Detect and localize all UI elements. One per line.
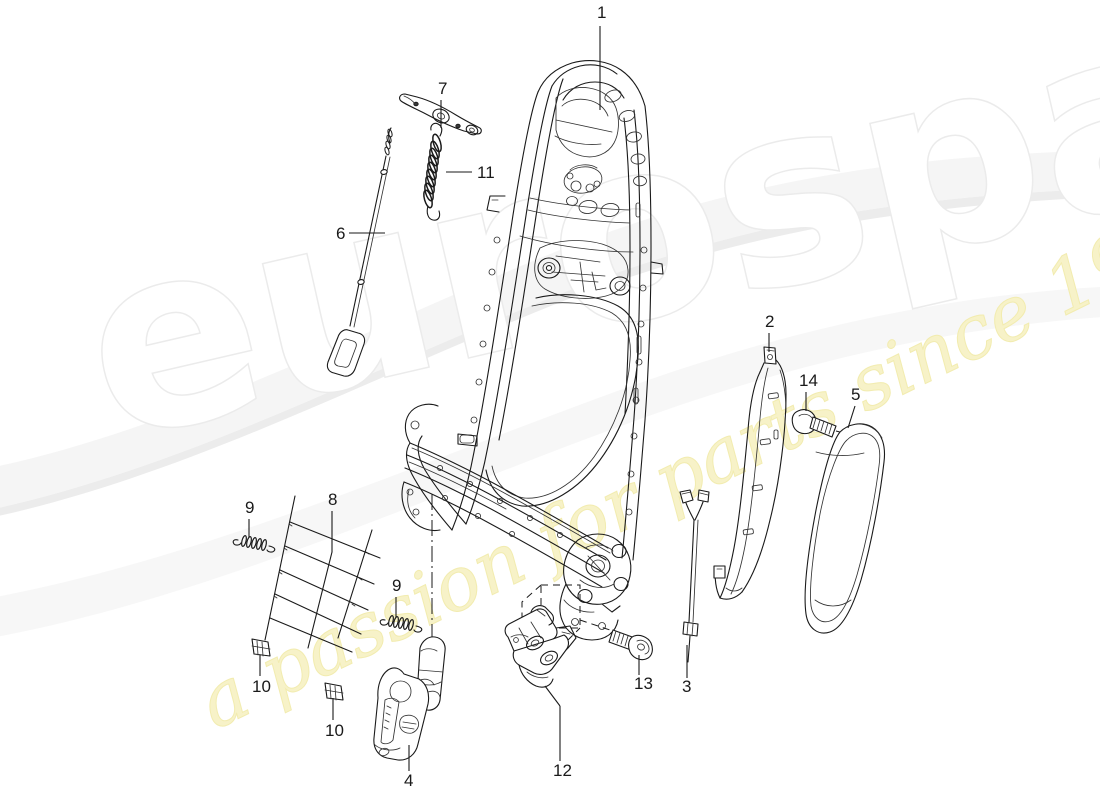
callout-label-13: 13 [634,674,653,693]
callout-label-8: 8 [328,490,337,509]
part-flange-bolt: 14 [791,371,856,438]
part-small-spring-right: 9 [379,576,423,633]
part-spring-wire-mat: 8 [264,490,381,653]
part-small-spring-left: 9 [232,498,276,553]
part-wire-clip-left: 10 [251,638,271,696]
callout-label-10b: 10 [325,721,344,740]
callout-label-1: 1 [597,3,606,22]
part-backrest-frame: 1 [401,3,664,641]
part-side-trim-rail: 2 [713,312,787,600]
part-socket-head-bolt: 13 [579,619,653,693]
callout-label-7: 7 [438,79,447,98]
callout-label-5: 5 [851,385,860,404]
callout-label-14: 14 [799,371,818,390]
part-padded-trim-insert: 5 [804,385,886,634]
part-wire-clip-right: 10 [324,682,344,740]
callout-label-4: 4 [404,771,413,790]
callout-label-9a: 9 [245,498,254,517]
part-wire-harness-cable: 3 [679,489,710,696]
bolt-install-line [579,619,617,633]
callout-label-12: 12 [553,761,572,780]
callout-label-10a: 10 [252,677,271,696]
part-tension-spring: 11 [423,122,495,221]
callout-label-6: 6 [336,224,345,243]
part-release-rod: 6 [326,127,393,377]
callout-label-11: 11 [477,163,495,182]
part-lever-bracket: 7 [399,79,482,136]
callout-label-9b: 9 [392,576,401,595]
callout-label-3: 3 [682,677,691,696]
part-latch-assembly: 12 [504,584,581,780]
part-electric-motor: 4 [373,494,446,790]
callout-label-2: 2 [765,312,774,331]
callout-lead-5 [847,405,856,429]
